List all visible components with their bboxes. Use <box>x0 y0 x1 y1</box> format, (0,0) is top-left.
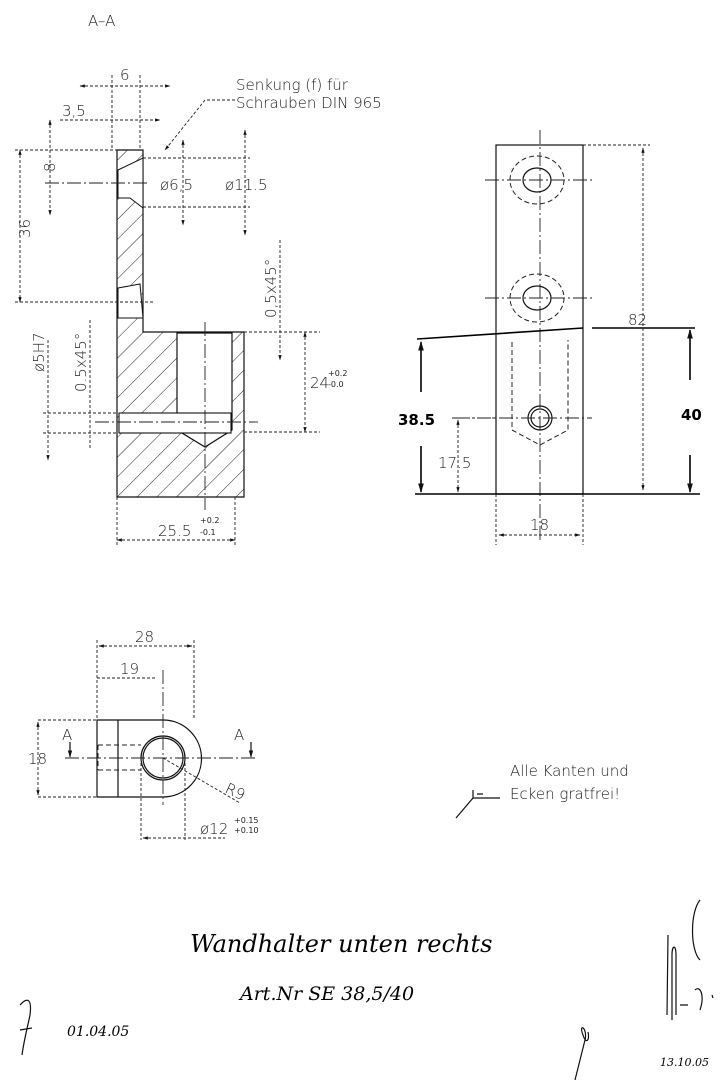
dim-25-5-tol-upper: +0.2 <box>200 516 219 525</box>
dim-d12-tol-upper: +0.15 <box>234 816 259 825</box>
handwritten-article-number: Art.Nr SE 38,5/40 <box>238 983 414 1005</box>
dim-28: 28 <box>135 628 154 646</box>
dim-d6-5: ø6,5 <box>160 176 193 194</box>
dim-24-tol-lower: -0.0 <box>328 380 344 389</box>
dim-25-5-tol-lower: -0.1 <box>200 528 216 537</box>
bevel-line <box>416 327 584 340</box>
side-plate-outline <box>495 144 584 495</box>
dim-24-tol-upper: +0.2 <box>328 369 347 378</box>
chamfer-left: 0.5x45° <box>72 333 90 392</box>
countersink-upper <box>117 157 144 210</box>
dim-38-5: 38.5 <box>398 411 435 429</box>
signature-middle <box>574 1027 590 1081</box>
dim-40: 40 <box>681 406 702 424</box>
section-title: A–A <box>88 12 115 30</box>
dim-36: 36 <box>16 219 34 238</box>
dim-24: 24 <box>310 374 329 392</box>
date-right: 13.10.05 <box>660 1056 709 1069</box>
section-mark-left: A <box>62 726 72 744</box>
countersink-note-2: Schrauben DIN 965 <box>236 94 382 112</box>
section-mark-right: A <box>234 726 244 744</box>
dim-18: 18 <box>530 516 549 534</box>
dim-82: 82 <box>628 311 647 329</box>
dim-3-5: 3,5 <box>62 102 86 120</box>
hole-middle <box>485 273 592 323</box>
surface-symbol-icon <box>455 790 500 819</box>
dim-d12: ø12 <box>200 820 228 838</box>
side-view: 82 38.5 40 17.5 18 <box>398 130 702 545</box>
hole-upper <box>485 155 592 205</box>
dim-d5h7: ø5H7 <box>30 332 48 372</box>
surface-note-line1: Alle Kanten und <box>510 762 629 780</box>
countersink-note-1: Senkung (f) für <box>236 76 349 94</box>
dim-18-top: 18 <box>28 750 47 768</box>
surface-note-line2: Ecken gratfrei! <box>510 785 620 803</box>
handwritten-annotations: Wandhalter unten rechts Art.Nr SE 38,5/4… <box>19 899 714 1081</box>
hole-lower <box>455 340 592 446</box>
signature-left <box>19 999 33 1056</box>
dim-19: 19 <box>120 660 139 678</box>
handwritten-title: Wandhalter unten rechts <box>190 930 492 958</box>
signature-right <box>666 899 714 1020</box>
dim-8: 8 <box>41 162 59 172</box>
dim-d11-5: ø11.5 <box>225 176 268 194</box>
countersink-lower <box>117 283 144 319</box>
dim-25-5: 25.5 <box>158 522 191 540</box>
section-view: 6 3,5 8 36 ø6,5 ø11.5 Senkung (f) für Sc… <box>15 66 382 545</box>
chamfer-top: 0,5x45° <box>262 259 280 318</box>
dim-17-5: 17.5 <box>438 454 471 472</box>
date-left: 01.04.05 <box>67 1024 129 1040</box>
dim-r9: R9 <box>222 779 248 804</box>
top-view: 28 19 18 A A R9 ø12 +0.15 +0.10 <box>28 628 259 840</box>
top-outline <box>96 719 203 798</box>
dim-d12-tol-lower: +0.10 <box>234 826 259 835</box>
cross-hole <box>118 412 232 434</box>
surface-finish-note: Alle Kanten und Ecken gratfrei! <box>455 762 629 819</box>
dim-6: 6 <box>120 66 130 84</box>
